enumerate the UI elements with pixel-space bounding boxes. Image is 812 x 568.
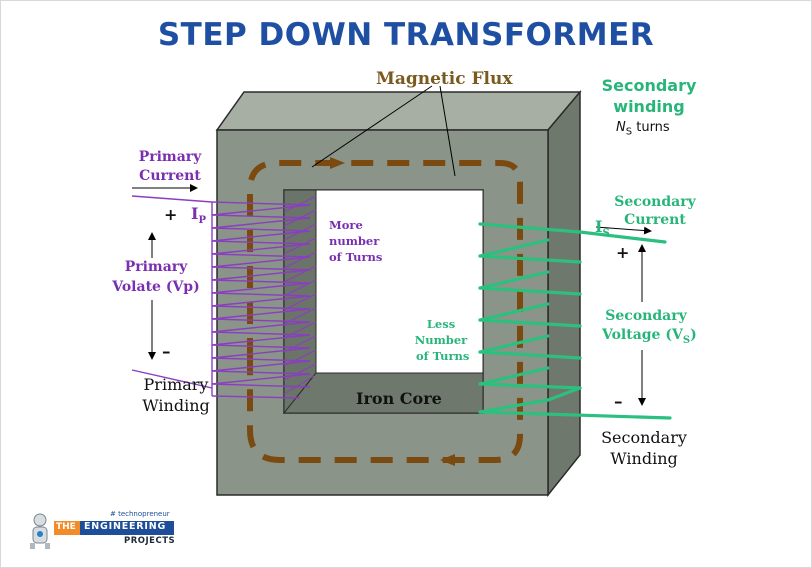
primary-voltage-line1: Primary: [124, 259, 188, 275]
logo-robot-icon: [30, 513, 50, 549]
secondary-winding-title-line2: winding: [613, 97, 685, 116]
secondary-voltage-line2: Voltage (VS): [602, 327, 697, 346]
primary-voltage-line2: Volate (Vp): [112, 279, 200, 295]
ip-subscript: P: [198, 215, 207, 227]
more-turns-line1: More: [329, 218, 363, 232]
ns-symbol: N: [616, 120, 626, 135]
logo-projects: PROJECTS: [124, 536, 176, 546]
secondary-minus-sign: –: [614, 392, 623, 412]
less-turns-line2: Number: [414, 333, 468, 347]
iron-core-label: Iron Core: [356, 389, 442, 408]
flux-leader-line-left: [311, 85, 433, 168]
secondary-voltage-text: Voltage (V: [602, 327, 683, 343]
secondary-current-line1: Secondary: [614, 194, 696, 210]
secondary-winding-bottom-line1: Secondary: [601, 428, 687, 447]
ns-turns-label: NS turns: [616, 120, 670, 138]
less-turns-line3: of Turns: [416, 349, 470, 363]
more-turns-line3: of Turns: [329, 250, 383, 264]
primary-winding-coils: [131, 195, 311, 399]
is-subscript: S: [602, 228, 610, 240]
primary-winding-line2: Winding: [142, 396, 210, 415]
primary-winding-hatch: [283, 195, 317, 395]
logo-banner-accent: [54, 521, 80, 535]
primary-current-line1: Primary: [138, 149, 202, 165]
primary-winding-line1: Primary: [143, 375, 209, 394]
diagram-title: STEP DOWN TRANSFORMER: [157, 17, 655, 53]
ns-rest: turns: [632, 120, 670, 135]
ns-subscript: S: [625, 126, 633, 138]
core-top-face: [215, 91, 582, 131]
logo-engineering: ENGINEERING: [84, 521, 167, 532]
ip-symbol: I: [191, 204, 199, 223]
less-turns-line1: Less: [426, 317, 456, 331]
secondary-voltage-close: ): [690, 327, 697, 343]
logo-tagline: # technopreneur: [110, 510, 170, 518]
magnetic-flux-label: Magnetic Flux: [376, 69, 513, 89]
secondary-current-line2: Current: [624, 212, 686, 228]
primary-minus-sign: –: [162, 342, 171, 362]
more-turns-line2: number: [329, 234, 380, 248]
logo-banner: [54, 521, 174, 535]
primary-current-symbol: IP: [191, 204, 207, 227]
logo-the: THE: [56, 522, 76, 532]
is-symbol: I: [595, 217, 603, 236]
primary-plus-sign: +: [164, 205, 178, 224]
secondary-winding-title-line1: Secondary: [601, 76, 697, 95]
secondary-current-arrow: [595, 226, 652, 235]
secondary-plus-sign: +: [616, 243, 630, 262]
flux-leader-line-right: [439, 85, 456, 177]
primary-current-line2: Current: [139, 168, 201, 184]
secondary-voltage-line1: Secondary: [605, 308, 687, 324]
core-window-opening: [315, 189, 484, 374]
secondary-current-symbol: IS: [595, 217, 610, 240]
secondary-voltage-subscript: S: [682, 334, 691, 346]
secondary-winding-coils: [478, 222, 672, 420]
flux-arrow-bottom: [440, 454, 455, 466]
flux-arrow-top: [330, 157, 345, 169]
secondary-winding-bottom-line2: Winding: [610, 449, 678, 468]
